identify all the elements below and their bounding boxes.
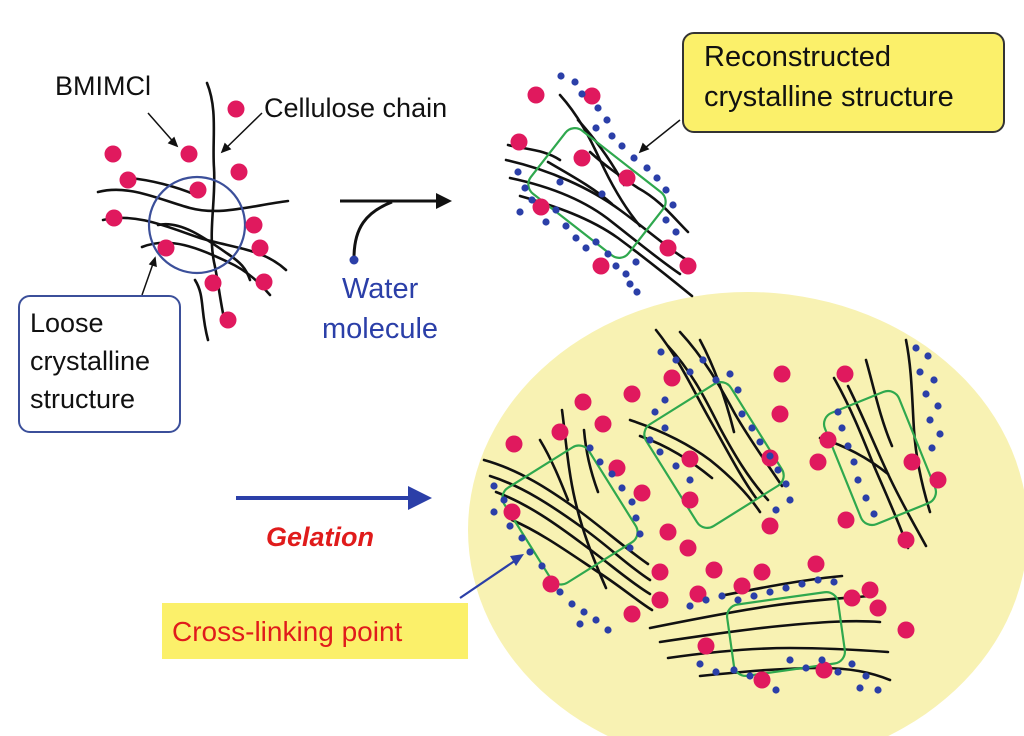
loose-label-line-2: crystalline <box>30 346 151 376</box>
bmimcl-ions-gel <box>503 365 947 689</box>
water-label-line-1: Water <box>342 273 419 305</box>
cross-linking-pointer <box>459 554 524 599</box>
loose-label-line-1: Loose <box>30 308 104 338</box>
reconstructed-label-box: Reconstructed crystalline structure <box>682 32 1005 133</box>
water-molecule-icon <box>349 200 393 265</box>
gelation-arrow <box>236 486 432 510</box>
arrow-right-icon <box>340 193 452 209</box>
gel-cluster-a <box>482 408 654 612</box>
bmimcl-ions-loose <box>104 100 273 329</box>
crystal-box-b <box>643 381 785 529</box>
bmimcl-label: BMIMCl <box>55 71 151 101</box>
cross-linking-label: Cross-linking point <box>172 616 403 647</box>
gelation-label: Gelation <box>266 522 375 552</box>
gel-region <box>468 292 1024 736</box>
loose-crystal-circle <box>147 175 247 275</box>
reconstructed-label-line-1: Reconstructed <box>704 41 891 73</box>
pointer-lines <box>141 112 263 296</box>
crystal-box-d <box>725 591 847 677</box>
crystal-box-reconstructed <box>527 127 667 259</box>
reconstructed-structure-group <box>504 72 697 298</box>
cross-linking-label-box: Cross-linking point <box>162 603 468 659</box>
loose-label-line-3: structure <box>30 384 136 414</box>
water-molecules-gel <box>490 344 944 694</box>
gel-cluster-b <box>628 328 785 529</box>
reconstructed-label-line-2: crystalline structure <box>704 81 954 113</box>
water-label-line-2: molecule <box>322 313 439 345</box>
crystal-box-c <box>822 389 938 527</box>
loose-structure-box: Loose crystalline structure <box>18 295 181 433</box>
crystal-box-a <box>501 444 639 586</box>
cellulose-chain-label: Cellulose chain <box>264 93 448 123</box>
